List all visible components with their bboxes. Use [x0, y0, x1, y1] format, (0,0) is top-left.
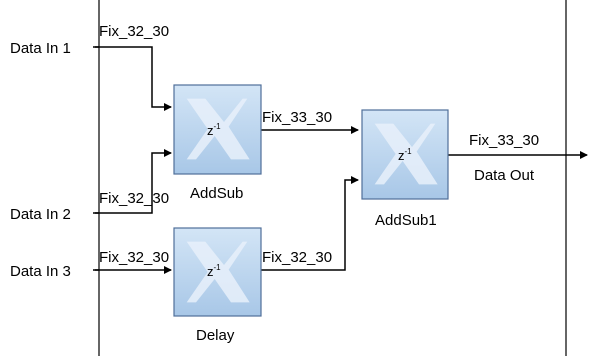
type-label-out: Fix_33_30 [469, 132, 539, 149]
block-name-addsub1: AddSub1 [375, 212, 437, 229]
type-label-delay-out: Fix_32_30 [262, 249, 332, 266]
addsub1-op: z-1 [398, 147, 412, 163]
wires [95, 46, 588, 274]
wire-in1 [95, 46, 172, 111]
delay-op: z-1 [207, 263, 221, 279]
type-label-in1: Fix_32_30 [99, 23, 169, 40]
port-label-out: Data Out [474, 167, 535, 184]
port-label-in2: Data In 2 [10, 206, 71, 223]
port-label-in1: Data In 1 [10, 40, 71, 57]
subsystem-border [98, 0, 567, 356]
port-label-in3: Data In 3 [10, 263, 71, 280]
wire-in2 [95, 149, 172, 214]
type-label-in2: Fix_32_30 [99, 190, 169, 207]
block-name-addsub: AddSub [190, 185, 243, 202]
block-addsub[interactable]: z-1 [173, 84, 262, 175]
block-addsub1[interactable]: z-1 [361, 109, 449, 200]
addsub-op: z-1 [207, 122, 221, 138]
block-name-delay: Delay [196, 327, 235, 344]
wire-delay-out [261, 176, 359, 271]
type-label-addsub-out: Fix_33_30 [262, 109, 332, 126]
port-ticks [93, 46, 99, 271]
block-delay[interactable]: z-1 [173, 227, 262, 317]
type-label-in3: Fix_32_30 [99, 249, 169, 266]
